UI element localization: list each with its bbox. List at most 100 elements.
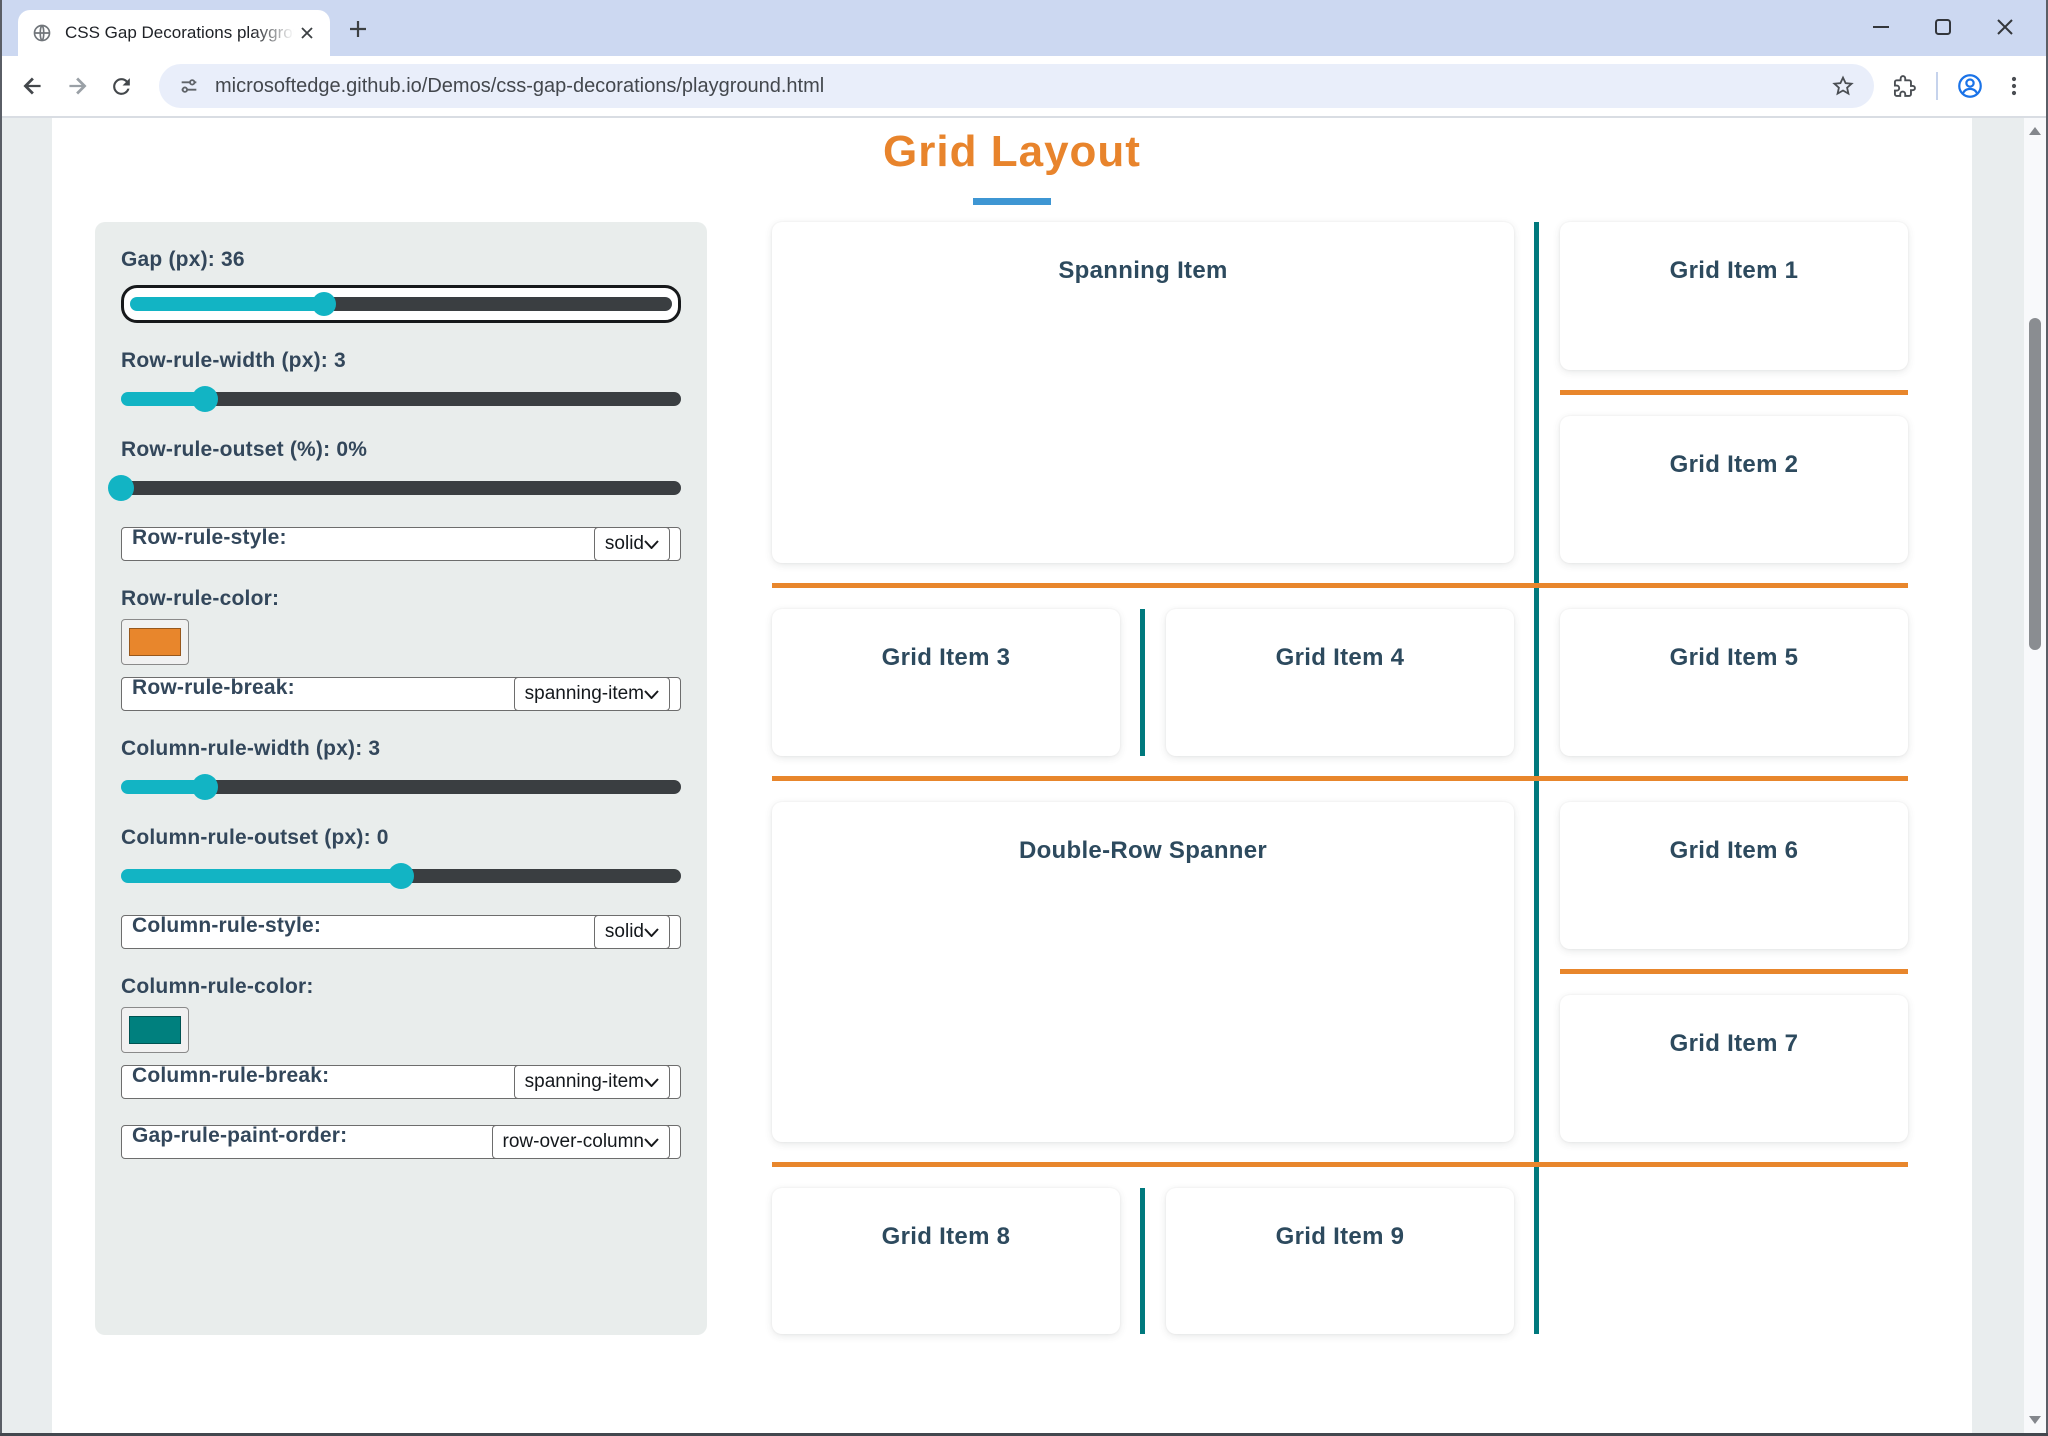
- grid-card: Grid Item 2: [1560, 416, 1908, 563]
- select-value: solid: [604, 921, 644, 942]
- control-label: Gap (px): 36: [121, 248, 245, 271]
- forward-arrow-icon[interactable]: [55, 64, 99, 108]
- grid-card-label: Grid Item 6: [1669, 837, 1799, 864]
- page-scrollbar[interactable]: [2024, 118, 2046, 1433]
- select-dropdown[interactable]: spanning-item: [513, 1065, 670, 1099]
- slider-thumb[interactable]: [192, 774, 218, 800]
- grid-card-label: Grid Item 7: [1669, 1030, 1799, 1057]
- control-label: Column-rule-outset (px): 0: [121, 826, 389, 849]
- select-value: spanning-item: [524, 1071, 644, 1092]
- control-label: Column-rule-break:: [132, 1063, 330, 1087]
- control-label: Gap-rule-paint-order:: [132, 1123, 348, 1147]
- page-title: Grid Layout: [883, 127, 1141, 176]
- chevron-down-icon: [644, 1071, 659, 1093]
- window-border-right: [2046, 0, 2048, 1436]
- range-slider[interactable]: [130, 292, 672, 316]
- control-label: Row-rule-style:: [132, 525, 287, 549]
- color-picker-swatch[interactable]: [121, 1007, 189, 1053]
- control-group: Row-rule-style: solid: [121, 525, 681, 561]
- slider-thumb[interactable]: [192, 386, 218, 412]
- slider-thumb[interactable]: [388, 863, 414, 889]
- range-slider[interactable]: [121, 863, 681, 889]
- control-label: Row-rule-outset (%): 0%: [121, 438, 368, 461]
- grid-card-label: Grid Item 9: [1275, 1223, 1405, 1250]
- select-dropdown[interactable]: solid: [593, 915, 670, 949]
- grid-card: Grid Item 4: [1166, 609, 1514, 756]
- window-maximize-button[interactable]: [1912, 6, 1974, 48]
- chevron-down-icon: [644, 683, 659, 705]
- tab-title: CSS Gap Decorations playgroun: [65, 23, 294, 42]
- grid-card-label: Grid Item 5: [1669, 644, 1799, 671]
- window-minimize-button[interactable]: [1850, 6, 1912, 48]
- control-group: Row-rule-outset (%): 0%: [108, 438, 681, 501]
- row-rule: [1560, 390, 1908, 395]
- control-group: Column-rule-color:: [121, 975, 681, 1053]
- grid-card: Grid Item 1: [1560, 222, 1908, 370]
- page-viewport: Grid Layout Gap (px): 36 Row-rule-width (…: [2, 118, 2046, 1433]
- bookmark-star-icon[interactable]: [1826, 69, 1860, 103]
- control-label: Column-rule-style:: [132, 913, 322, 937]
- control-group: Row-rule-color:: [121, 587, 681, 665]
- swatch-color: [129, 628, 181, 656]
- swatch-color: [129, 1016, 181, 1044]
- address-bar[interactable]: microsoftedge.github.io/Demos/css-gap-de…: [159, 64, 1874, 108]
- chevron-down-icon: [644, 921, 659, 943]
- control-label: Row-rule-break:: [132, 675, 295, 699]
- window-controls: [1850, 6, 2036, 48]
- toolbar-divider: [1936, 72, 1938, 100]
- reload-icon[interactable]: [99, 64, 143, 108]
- grid-card: Grid Item 6: [1560, 802, 1908, 949]
- back-arrow-icon[interactable]: [11, 64, 55, 108]
- control-group: Column-rule-style: solid: [121, 913, 681, 949]
- select-dropdown[interactable]: solid: [593, 527, 670, 561]
- grid-card: Grid Item 8: [772, 1188, 1120, 1334]
- grid-card: Grid Item 3: [772, 609, 1120, 756]
- grid-card: Grid Item 7: [1560, 995, 1908, 1142]
- window-close-button[interactable]: [1974, 6, 2036, 48]
- control-label: Row-rule-color:: [121, 587, 280, 610]
- tab-strip: CSS Gap Decorations playgroun: [0, 0, 2048, 56]
- row-rule: [772, 1162, 1908, 1167]
- control-label: Column-rule-width (px): 3: [121, 737, 381, 760]
- grid-card-label: Grid Item 2: [1669, 451, 1799, 478]
- new-tab-button[interactable]: [344, 15, 372, 43]
- control-group: Row-rule-break: spanning-item: [121, 675, 681, 711]
- color-picker-swatch[interactable]: [121, 619, 189, 665]
- scrollbar-thumb[interactable]: [2029, 318, 2041, 650]
- kebab-menu-icon[interactable]: [1992, 64, 2036, 108]
- control-label: Column-rule-color:: [121, 975, 314, 998]
- control-group: Column-rule-outset (px): 0: [121, 826, 681, 889]
- site-info-tune-icon[interactable]: [175, 72, 203, 100]
- url-text[interactable]: microsoftedge.github.io/Demos/css-gap-de…: [215, 74, 825, 97]
- grid-card: Spanning Item: [772, 222, 1514, 563]
- grid-card-label: Spanning Item: [1058, 257, 1228, 284]
- select-dropdown[interactable]: row-over-column: [491, 1125, 670, 1159]
- window-border-bottom: [0, 1433, 2048, 1436]
- grid-card-label: Grid Item 4: [1275, 644, 1405, 671]
- globe-favicon-icon: [32, 23, 52, 43]
- browser-tab[interactable]: CSS Gap Decorations playgroun: [18, 10, 330, 56]
- window-border-left: [0, 0, 2, 1436]
- control-label: Row-rule-width (px): 3: [121, 349, 346, 372]
- demo-grid: Spanning Item Grid Item 1 Grid Item 2 Grid …: [772, 222, 1908, 1334]
- tab-close-icon[interactable]: [294, 20, 320, 46]
- range-slider[interactable]: [121, 386, 681, 412]
- select-value: row-over-column: [502, 1131, 644, 1152]
- scroll-up-icon[interactable]: [2024, 120, 2046, 142]
- control-group: Row-rule-width (px): 3: [121, 349, 681, 412]
- select-dropdown[interactable]: spanning-item: [513, 677, 670, 711]
- profile-avatar-icon[interactable]: [1948, 64, 1992, 108]
- range-slider[interactable]: [121, 774, 681, 800]
- slider-thumb[interactable]: [312, 292, 337, 316]
- chevron-down-icon: [644, 533, 659, 555]
- column-rule: [1140, 1188, 1145, 1334]
- extensions-puzzle-icon[interactable]: [1882, 64, 1926, 108]
- title-underline: [973, 198, 1051, 205]
- scroll-down-icon[interactable]: [2024, 1409, 2046, 1431]
- control-group: Gap (px): 36: [121, 248, 681, 323]
- slider-thumb[interactable]: [108, 475, 134, 501]
- range-slider[interactable]: [108, 475, 681, 501]
- grid-card-label: Grid Item 1: [1669, 257, 1799, 284]
- grid-card-label: Grid Item 8: [881, 1223, 1011, 1250]
- chevron-down-icon: [644, 1131, 659, 1153]
